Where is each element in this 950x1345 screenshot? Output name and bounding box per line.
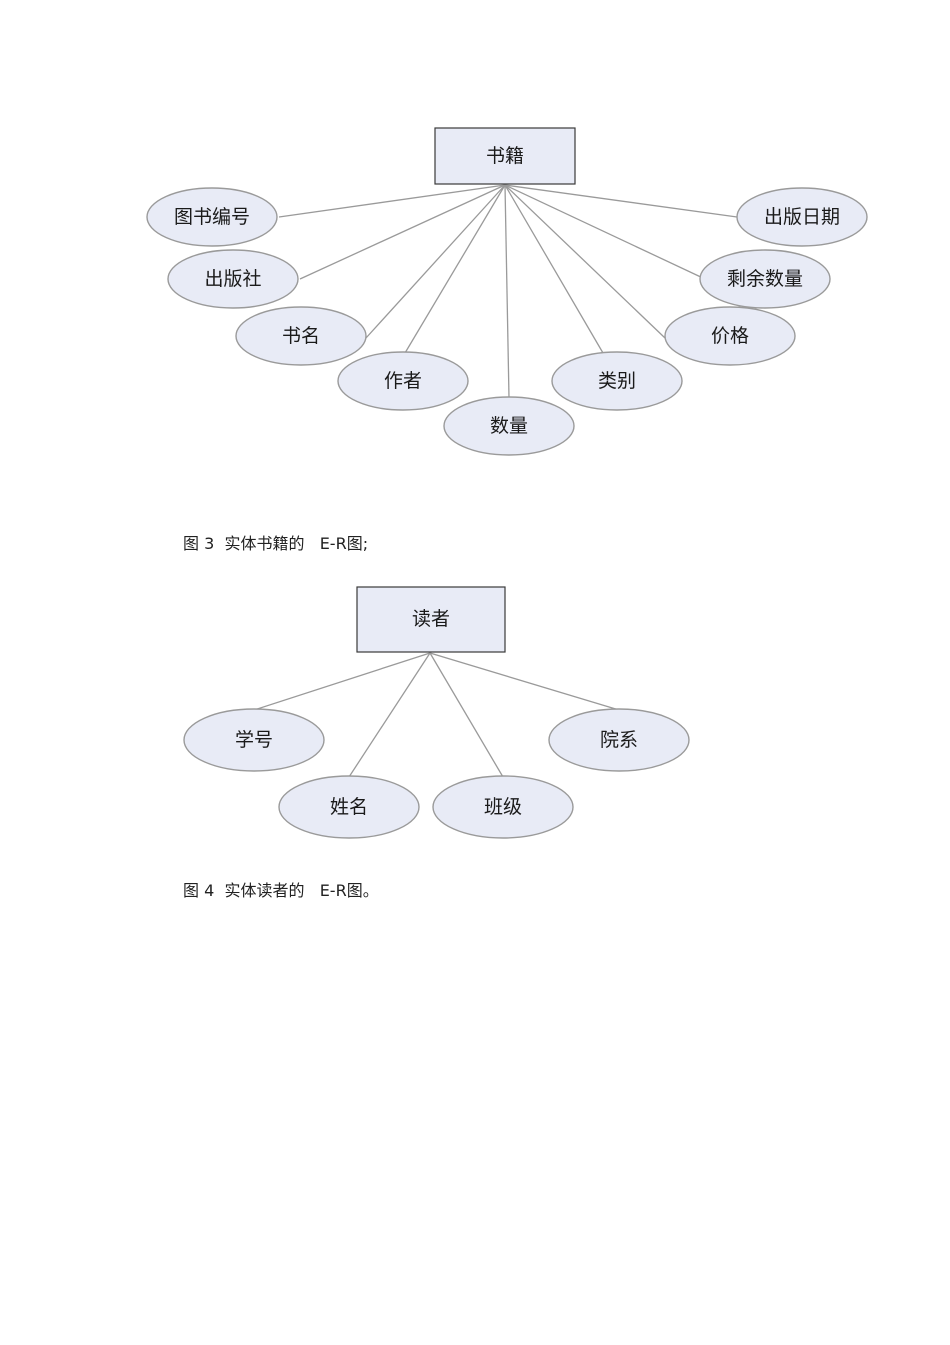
entity-book: 书籍 bbox=[434, 127, 576, 185]
connector-book-title bbox=[365, 184, 506, 339]
attr-book-quantity-label: 数量 bbox=[490, 415, 528, 437]
attr-book-title: 书名 bbox=[235, 306, 367, 366]
entity-reader: 读者 bbox=[356, 586, 506, 653]
figure-4-caption: 图 4 实体读者的 E-R图。 bbox=[183, 881, 379, 900]
connector-reader-department bbox=[429, 652, 620, 711]
connector-book-remaining bbox=[504, 184, 706, 280]
attr-book-price-label: 价格 bbox=[711, 325, 749, 347]
reader-er-diagram: 读者 学号 姓名 班级 院系 bbox=[183, 586, 690, 839]
attr-book-quantity: 数量 bbox=[443, 396, 575, 456]
attr-book-id: 图书编号 bbox=[146, 187, 278, 247]
connector-book-publisher bbox=[299, 184, 506, 280]
attr-book-pubdate: 出版日期 bbox=[736, 187, 868, 247]
attr-book-id-label: 图书编号 bbox=[174, 206, 250, 228]
attr-reader-student-id: 学号 bbox=[183, 708, 325, 772]
attr-reader-department: 院系 bbox=[548, 708, 690, 772]
attr-book-category-label: 类别 bbox=[598, 370, 636, 392]
attr-book-title-label: 书名 bbox=[282, 325, 320, 347]
book-er-diagram: 书籍 图书编号 出版社 书名 作者 数量 类别 价格 bbox=[146, 127, 868, 456]
connector-reader-student-id bbox=[253, 652, 431, 711]
attr-reader-name-label: 姓名 bbox=[330, 796, 368, 818]
attr-book-author: 作者 bbox=[337, 351, 469, 411]
attr-book-remaining-label: 剩余数量 bbox=[727, 268, 803, 290]
attr-reader-class-label: 班级 bbox=[484, 796, 522, 818]
figure-3-caption: 图 3 实体书籍的 E-R图; bbox=[183, 534, 369, 553]
attr-reader-student-id-label: 学号 bbox=[235, 729, 273, 751]
entity-reader-label: 读者 bbox=[412, 608, 450, 630]
connector-book-id bbox=[278, 184, 506, 218]
attr-reader-department-label: 院系 bbox=[600, 729, 638, 751]
connector-reader-name bbox=[348, 652, 431, 778]
connector-book-category bbox=[504, 184, 604, 354]
attr-book-category: 类别 bbox=[551, 351, 683, 411]
attr-book-author-label: 作者 bbox=[384, 370, 422, 392]
entity-book-label: 书籍 bbox=[486, 145, 524, 167]
attr-book-remaining: 剩余数量 bbox=[699, 249, 831, 309]
attr-book-publisher: 出版社 bbox=[167, 249, 299, 309]
connector-book-price bbox=[504, 184, 666, 339]
attr-book-publisher-label: 出版社 bbox=[204, 268, 261, 290]
attr-book-price: 价格 bbox=[664, 306, 796, 366]
attr-book-pubdate-label: 出版日期 bbox=[764, 206, 840, 228]
attr-reader-name: 姓名 bbox=[278, 775, 420, 839]
connector-reader-class bbox=[429, 652, 504, 778]
connector-book-author bbox=[404, 184, 506, 354]
connector-book-pubdate bbox=[504, 184, 738, 218]
attr-reader-class: 班级 bbox=[432, 775, 574, 839]
connector-book-quantity bbox=[504, 184, 510, 399]
